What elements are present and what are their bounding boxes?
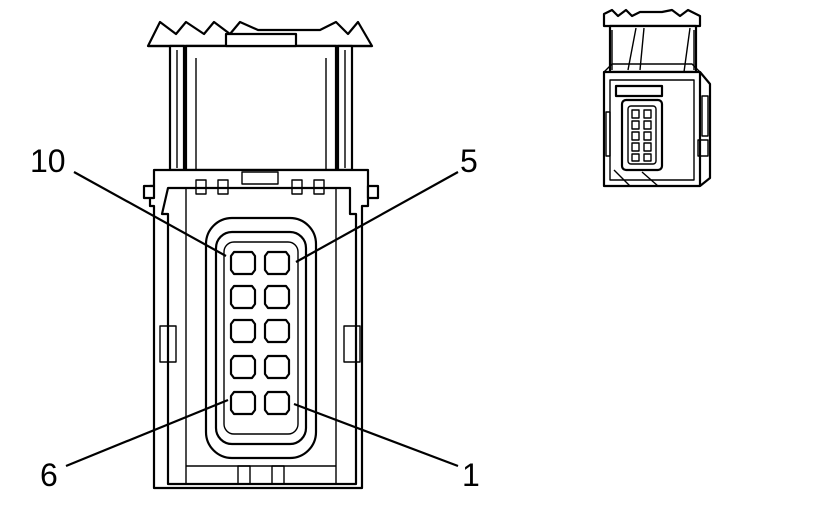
leader-line-5 <box>295 171 459 263</box>
pin-cavities <box>229 250 291 416</box>
leader-line-10 <box>73 171 227 257</box>
isometric-pins <box>631 109 652 162</box>
locking-tab <box>146 20 374 172</box>
pin-cavity-1 <box>263 390 291 416</box>
pin-cavity-5 <box>263 250 291 276</box>
leader-lines <box>65 171 459 468</box>
pin-cavity-10 <box>229 250 257 276</box>
pin-cavity-9 <box>229 284 257 310</box>
pin-cavity-8 <box>229 318 257 344</box>
pin-cavity-4 <box>263 284 291 310</box>
pin-label-6: 6 <box>40 457 58 493</box>
leader-line-1 <box>293 402 459 468</box>
pin-cavity-6 <box>229 390 257 416</box>
connector-front-view: 10 5 6 1 <box>30 20 480 493</box>
pin-label-1: 1 <box>462 457 480 493</box>
pin-cavity-frame <box>204 216 318 460</box>
connector-isometric-view <box>602 8 712 188</box>
leader-line-6 <box>65 398 229 468</box>
pin-cavity-7 <box>229 354 257 380</box>
pin-cavity-2 <box>263 354 291 380</box>
pin-callouts: 10 5 6 1 <box>30 143 480 493</box>
pin-label-10: 10 <box>30 143 66 179</box>
pin-label-5: 5 <box>460 143 478 179</box>
pin-cavity-3 <box>263 318 291 344</box>
